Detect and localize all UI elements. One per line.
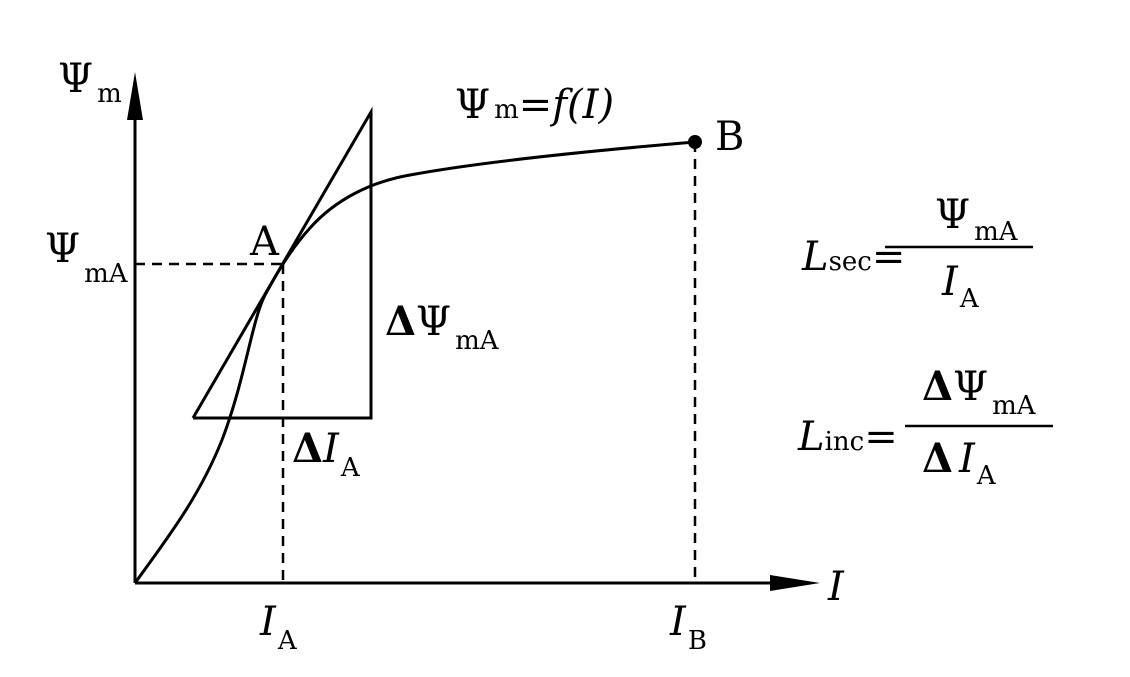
delta-i-label: ΔIA [292,425,361,483]
point-b-label: B [715,114,744,160]
svg-text:ΨmA: ΨmA [935,192,1019,247]
magnetization-curve [133,140,696,584]
x-axis-label: I [827,564,845,610]
point-b-marker [688,135,702,149]
y-axis-arrow-icon [127,72,143,120]
x-axis-arrow-icon [770,575,820,591]
svg-text:ΔIA: ΔIA [922,435,997,491]
svg-text:Lsec=: Lsec= [801,234,905,280]
psi-ma-label: ΨmA [45,226,129,289]
svg-text:IA: IA [941,259,980,314]
i-b-label: IB [669,599,707,656]
i-a-label: IA [259,599,298,656]
svg-text:Linc=: Linc= [797,414,898,460]
point-a-label: A [249,219,280,265]
